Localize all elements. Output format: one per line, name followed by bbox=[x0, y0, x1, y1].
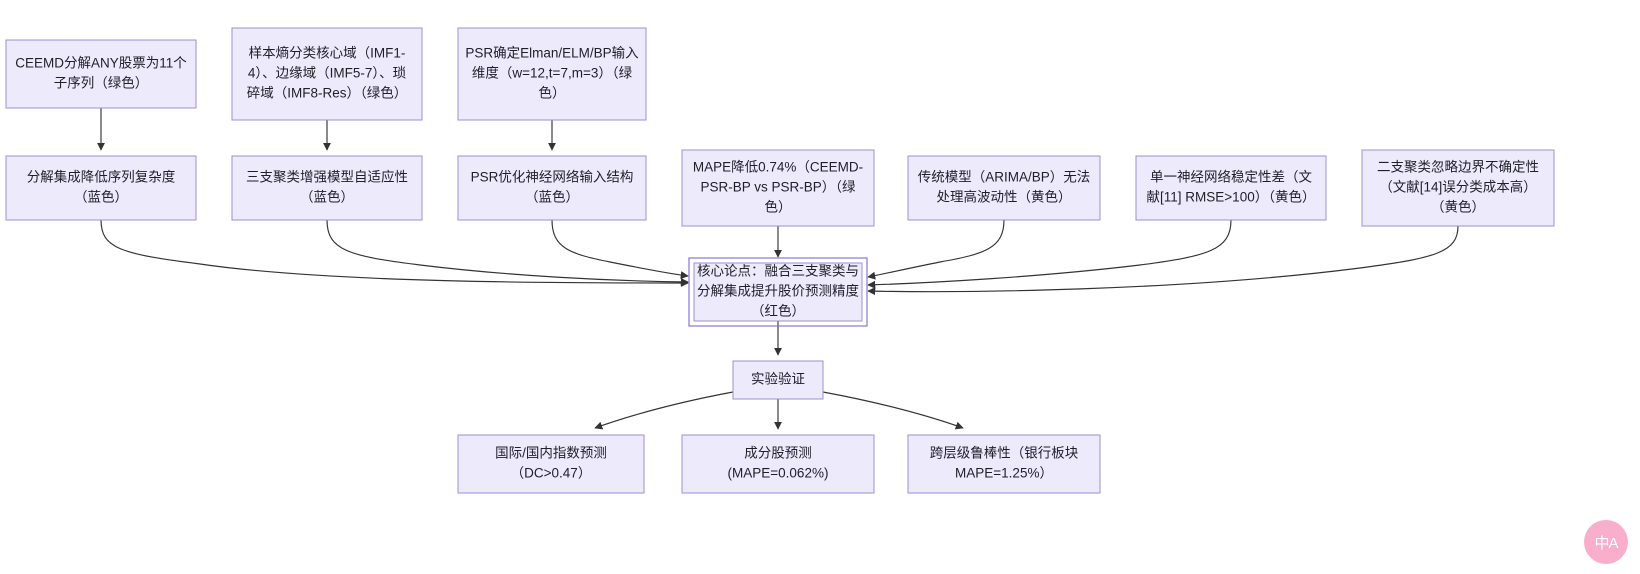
translate-badge-label: 中A bbox=[1594, 534, 1618, 552]
node-label-line: 跨层级鲁棒性（银行板块 bbox=[930, 446, 1079, 461]
node-emphasis-outline bbox=[688, 257, 868, 327]
node-sample-entropy-classification[interactable]: 样本熵分类核心域（IMF1- 4）、边缘域（IMF5-7）、琐碎域（IMF8-Re… bbox=[231, 27, 423, 121]
node-label-line: （蓝色） bbox=[300, 189, 354, 205]
node-label-line: (MAPE=0.062%) bbox=[728, 466, 829, 481]
node-constituent-stock-forecast-result[interactable]: 成分股预测 (MAPE=0.062%) bbox=[681, 434, 875, 494]
node-label-line: 三支聚类增强模型自适应性 bbox=[246, 169, 408, 185]
node-box bbox=[907, 155, 1101, 221]
node-two-way-clustering-limitation[interactable]: 二支聚类忽略边界不确定性 （文献[14]误分类成本高） （黄色） bbox=[1361, 149, 1555, 227]
node-box bbox=[457, 155, 647, 221]
node-label-line: 色） bbox=[765, 199, 792, 215]
node-box bbox=[5, 39, 197, 109]
node-label-line: 样本熵分类核心域（IMF1- bbox=[249, 46, 406, 61]
node-label-line: （文献[14]误分类成本高） bbox=[1379, 179, 1537, 195]
node-box bbox=[231, 27, 423, 121]
translate-badge[interactable]: 中A bbox=[1584, 520, 1628, 564]
node-label-line: MAPE=1.25%） bbox=[955, 466, 1053, 481]
node-label-line: 传统模型（ARIMA/BP）无法 bbox=[918, 170, 1091, 185]
node-label-line: 子序列（绿色） bbox=[54, 75, 149, 91]
node-box bbox=[457, 434, 645, 494]
node-label-line: PSR确定Elman/ELM/BP输入 bbox=[465, 46, 639, 61]
node-label-line: 处理高波动性（黄色） bbox=[937, 189, 1072, 205]
node-index-forecast-result[interactable]: 国际/国内指数预测 （DC>0.47） bbox=[457, 434, 645, 494]
node-label-line: （蓝色） bbox=[74, 189, 128, 205]
node-label-line: 献[11] RMSE>100）（黄色） bbox=[1147, 189, 1316, 205]
node-box bbox=[681, 434, 875, 494]
node-psr-optimize-nn-structure[interactable]: PSR优化神经网络输入结构 （蓝色） bbox=[457, 155, 647, 221]
node-label-line: 核心论点：融合三支聚类与 bbox=[697, 264, 859, 279]
node-three-way-clustering-adaptivity[interactable]: 三支聚类增强模型自适应性 （蓝色） bbox=[231, 155, 423, 221]
node-box bbox=[231, 155, 423, 221]
node-label-line: （DC>0.47） bbox=[511, 466, 592, 481]
node-label-line: 分解集成提升股价预测精度 bbox=[697, 284, 859, 299]
node-box bbox=[693, 262, 863, 322]
node-label-line: CEEMD分解ANY股票为11个 bbox=[15, 56, 187, 71]
node-reduce-sequence-complexity[interactable]: 分解集成降低序列复杂度 （蓝色） bbox=[5, 155, 197, 221]
node-mape-reduction-evidence[interactable]: MAPE降低0.74%（CEEMD- PSR-BP vs PSR-BP）（绿色） bbox=[681, 149, 875, 227]
node-label-line: （红色） bbox=[751, 303, 805, 319]
node-label-line: 实验验证 bbox=[751, 372, 805, 387]
node-label-line: 碎域（IMF8-Res）（绿色） bbox=[247, 85, 408, 101]
node-label-line: PSR-BP vs PSR-BP）（绿 bbox=[700, 180, 856, 195]
node-label-line: 色） bbox=[539, 85, 566, 101]
node-cross-level-robustness-result[interactable]: 跨层级鲁棒性（银行板块 MAPE=1.25%） bbox=[907, 434, 1101, 494]
edge-exp-to-r3 bbox=[822, 391, 964, 430]
edge-n6-to-core bbox=[551, 219, 689, 280]
edge-exp-to-r1 bbox=[594, 391, 734, 430]
node-single-nn-instability[interactable]: 单一神经网络稳定性差（文献[11] RMSE>100）（黄色） bbox=[1135, 155, 1327, 221]
node-box bbox=[5, 155, 197, 221]
edge-layer bbox=[96, 108, 1459, 430]
node-label-line: 二支聚类忽略边界不确定性 bbox=[1377, 160, 1539, 175]
node-label-line: 单一神经网络稳定性差（文 bbox=[1150, 170, 1312, 185]
node-label-line: 维度（w=12,t=7,m=3）（绿 bbox=[472, 66, 633, 81]
node-label-line: 国际/国内指数预测 bbox=[495, 446, 607, 461]
edge-n8-to-core bbox=[867, 219, 1005, 280]
node-label-line: 成分股预测 bbox=[744, 446, 812, 461]
edge-n9-to-core bbox=[867, 219, 1232, 289]
edge-n10-to-core bbox=[867, 225, 1459, 296]
node-box bbox=[681, 149, 875, 227]
node-label-line: 分解集成降低序列复杂度 bbox=[27, 169, 176, 185]
node-label-line: PSR优化神经网络输入结构 bbox=[471, 170, 634, 185]
node-box bbox=[457, 27, 647, 121]
node-box bbox=[1135, 155, 1327, 221]
node-label-line: （黄色） bbox=[1431, 199, 1485, 215]
node-label-line: MAPE降低0.74%（CEEMD- bbox=[693, 160, 863, 175]
node-box bbox=[732, 360, 824, 400]
node-box bbox=[1361, 149, 1555, 227]
edge-n5-to-core bbox=[326, 219, 689, 286]
node-label-line: 4）、边缘域（IMF5-7）、琐 bbox=[248, 65, 407, 81]
edge-n4-to-core bbox=[100, 219, 689, 288]
node-box bbox=[907, 434, 1101, 494]
node-experimental-validation[interactable]: 实验验证 bbox=[732, 360, 824, 400]
node-label-line: （蓝色） bbox=[525, 189, 579, 205]
